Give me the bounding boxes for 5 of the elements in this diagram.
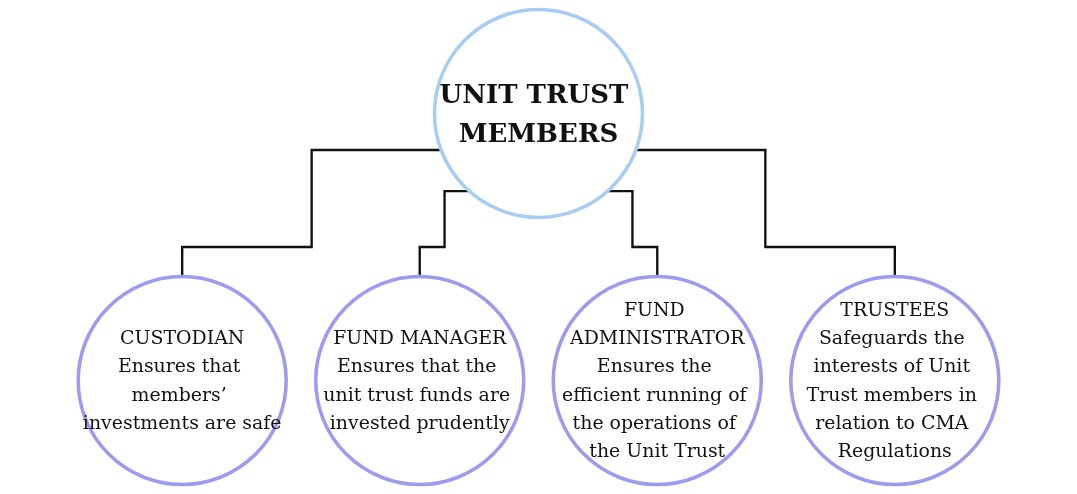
node-circle: FUND ADMINISTRATOR Ensures the efficient running of the operations of the Unit Trust — [551, 274, 764, 487]
node-circle: UNIT TRUST MEMBERS — [432, 7, 645, 220]
node-circle: CUSTODIAN Ensures that members’ investments are safe — [76, 274, 288, 487]
node-circle: TRUSTEES Safeguards the interests of Unit Trust members in relation to CMA Regulations — [789, 274, 1001, 487]
node-circle: FUND MANAGER Ensures that the unit trust funds are invested prudently — [313, 274, 526, 487]
